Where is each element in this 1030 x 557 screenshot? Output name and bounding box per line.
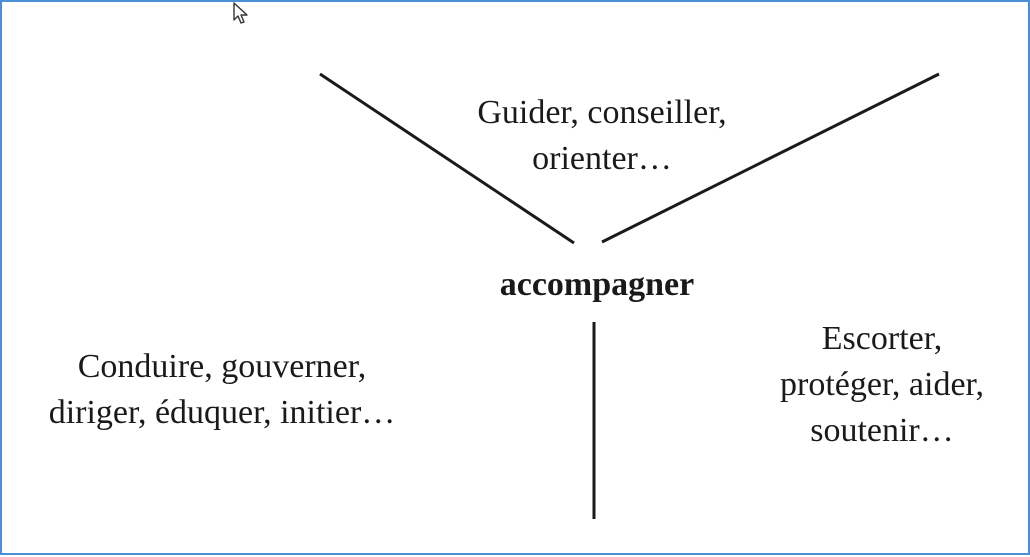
top-term-line-1: Guider, conseiller, xyxy=(477,94,727,131)
right-term-line-2: protéger, aider, xyxy=(780,366,984,403)
mouse-pointer-icon xyxy=(233,2,248,24)
right-term-line-1: Escorter, xyxy=(821,320,943,357)
central-concept: accompagner xyxy=(499,266,695,303)
left-term-line-2: diriger, éduquer, initier… xyxy=(48,394,396,431)
top-term-group: Guider, conseiller, orienter… xyxy=(432,90,772,182)
connector-top-left xyxy=(319,72,575,245)
right-term-line-3: soutenir… xyxy=(810,412,954,449)
top-term-line-2: orienter… xyxy=(532,140,672,177)
left-term-line-1: Conduire, gouverner, xyxy=(77,348,367,385)
left-term-group: Conduire, gouverner, diriger, éduquer, i… xyxy=(12,344,432,436)
right-term-group: Escorter, protéger, aider, soutenir… xyxy=(742,316,1022,454)
connector-top-right xyxy=(601,72,940,244)
